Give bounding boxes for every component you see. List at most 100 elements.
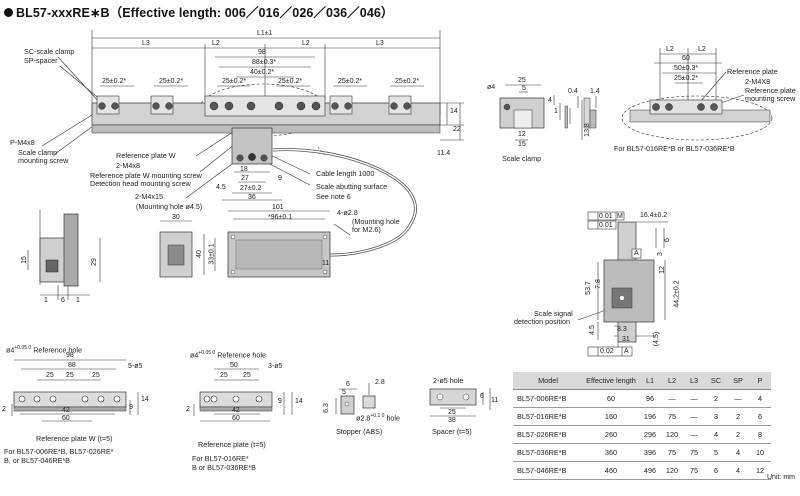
pw-d2: 2 [2, 406, 6, 413]
label-2-m4x8: 2-M4x8 [116, 161, 140, 170]
clamp-d5: 5 [522, 85, 526, 92]
pw-d5-5: 5-ø5 [128, 363, 143, 370]
side-dim-15: 15 [20, 256, 28, 264]
col-l2: L2 [661, 372, 683, 390]
tol-2: 0.01 [599, 222, 613, 229]
clamp-d4: 4 [548, 97, 552, 104]
col-sc: SC [705, 372, 727, 390]
reference-plate-w [204, 95, 326, 117]
cell: — [683, 425, 705, 444]
dim-18: 18 [240, 166, 248, 173]
cell: 75 [661, 407, 683, 426]
cell: 120 [661, 461, 683, 480]
cell: 8 [749, 425, 771, 444]
head-dim-11: 11 [322, 260, 330, 267]
clamp-pitch-6: 25±0.2* [395, 78, 420, 85]
pr-d14: 14 [295, 398, 303, 405]
stop-hole: ø2.8+0.1 0 hole [356, 413, 401, 423]
tol-3-ref: A [624, 348, 629, 355]
dim-l3-left: L3 [142, 40, 150, 47]
ref-d25: 25±0.2* [674, 75, 699, 82]
reference-plate-detail-ellipse [621, 95, 773, 141]
label-cable-length: Cable length 1000 [316, 169, 375, 178]
head-dim-96: *96±0.1 [268, 214, 293, 221]
pw-d42: 42 [62, 407, 70, 414]
clamp-d15: 15 [518, 141, 526, 148]
scale-clamp-side [564, 105, 568, 129]
col-effective-length: Effective length [583, 372, 639, 390]
dim-98: 98 [258, 49, 266, 56]
spacer-d6: 6 [480, 393, 484, 400]
cell: — [727, 389, 749, 408]
dim-l2-left: L2 [212, 40, 220, 47]
stop-d5: 5 [342, 389, 346, 396]
pr-d2: 2 [186, 406, 190, 413]
cell-model: BL57-036RE*B [513, 443, 583, 462]
pr-d3-5: 3-ø5 [268, 363, 283, 370]
head-dim-30: 30 [172, 214, 180, 221]
col-l3: L3 [683, 372, 705, 390]
clamp-pitch-1: 25±0.2* [102, 78, 127, 85]
pr-d60: 60 [232, 415, 240, 422]
right-d16-4: 16.4±0.2 [640, 212, 668, 219]
cell: 260 [583, 425, 639, 444]
cell: 2 [705, 389, 727, 408]
cell: 75 [683, 461, 705, 480]
cell: 75 [661, 443, 683, 462]
clamp-d1-4: 1.4 [590, 88, 600, 95]
bullet-icon [4, 8, 13, 17]
col-sp: SP [727, 372, 749, 390]
dim-9: 9 [278, 175, 282, 182]
spec-table-header: Model Effective length L1 L2 L3 SC SP P [513, 372, 771, 390]
tol-1-ref: M [617, 213, 623, 220]
pw-caption: Reference plate W (t=5) [36, 434, 113, 443]
pw-d25a: 25 [46, 372, 54, 379]
label-mounting-screw: mounting screw [18, 156, 69, 165]
right-d3: 3 [656, 252, 664, 256]
cell: 96 [639, 389, 661, 408]
datum-a-box [631, 248, 642, 259]
right-d31: 31 [622, 336, 630, 343]
pw-hole: ø4+0.05 0 Reference hole [6, 345, 82, 355]
cell: 4 [727, 461, 749, 480]
head-dim-40: 40 [195, 250, 203, 258]
ref-d50: 50±0.3* [674, 65, 699, 72]
cell: 6 [749, 407, 771, 426]
stop-d6-3: 6.3 [322, 403, 330, 413]
pw-d60: 60 [62, 415, 70, 422]
clamp-d25: 25 [518, 77, 526, 84]
tol-3: 0.02 [600, 348, 614, 355]
side-dim-1a: 1 [44, 297, 48, 304]
label-2-m4x15: 2-M4x15 [135, 192, 163, 201]
cell: 60 [583, 389, 639, 408]
label-ref-plate-w: Reference plate W [116, 151, 176, 160]
pw-d88: 88 [68, 362, 76, 369]
clamp-d13-8: 13.8 [583, 123, 591, 137]
cell: 120 [661, 425, 683, 444]
label-see-note: See note 6 [316, 192, 351, 201]
clamp-d0-4: 0.4 [568, 88, 578, 95]
pr-d50: 50 [230, 362, 238, 369]
side-dim-1b: 1 [76, 297, 80, 304]
dim-88: 88±0.3* [252, 59, 277, 66]
pr-note-1: For BL57-016RE* [192, 454, 249, 463]
right-d12: 12 [658, 266, 666, 274]
right-d7-8: 7.8 [594, 279, 602, 289]
label-p-m4x8: P-M4x8 [10, 138, 35, 147]
head-hole-note-2: for M2.6) [352, 225, 381, 234]
spec-table: Model Effective length L1 L2 L3 SC SP P … [513, 372, 771, 480]
ref-label: Reference plate [727, 67, 778, 76]
ref-note: For BL57-016RE*B or BL57-036RE*B [614, 144, 735, 153]
pw-d9: 9 [129, 404, 133, 411]
cell: 496 [639, 461, 661, 480]
label-scale-abutting: Scale abutting surface [316, 182, 388, 191]
dim-27: 27 [241, 175, 249, 182]
cell: 2 [727, 407, 749, 426]
right-d4-5b: (4.5) [653, 331, 661, 347]
unit-label: Unit: mm [767, 474, 795, 481]
